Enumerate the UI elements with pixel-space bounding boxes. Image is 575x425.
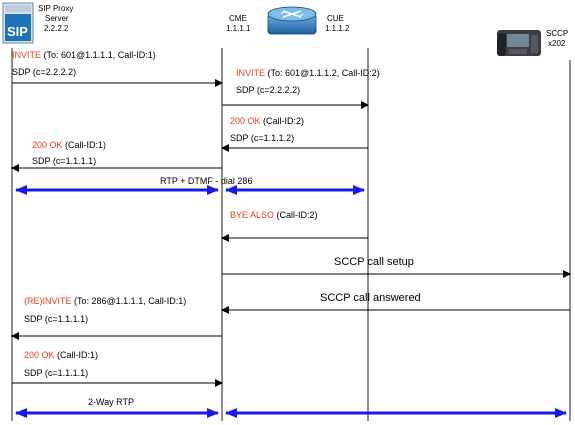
msg3-params: (Call-ID:2) — [261, 116, 305, 126]
msg1-label: INVITE (To: 601@1.1.1.1, Call-ID:1) — [12, 50, 156, 60]
sip-proxy-line3: 2.2.2.2 — [44, 24, 69, 33]
ip-phone-icon — [497, 30, 541, 56]
msg7-method: 200 OK — [24, 350, 55, 360]
msg3-method: 200 OK — [230, 116, 261, 126]
msg1-sdp: SDP (c=2.2.2.2) — [12, 67, 76, 77]
cue-name: CUE — [327, 14, 344, 23]
rtp2-label: 2-Way RTP — [88, 397, 134, 407]
sip-server-icon: SIP — [2, 2, 34, 44]
msg5-method: BYE ALSO — [230, 210, 274, 220]
sip-proxy-line1: SIP Proxy — [38, 4, 73, 13]
sip-proxy-line2: Server — [45, 14, 69, 23]
cme-ip: 1.1.1.1 — [226, 24, 251, 33]
msg5-params: (Call-ID:2) — [274, 210, 318, 220]
sccp-name: SCCP — [546, 29, 568, 38]
sccp-answered-label: SCCP call answered — [320, 292, 421, 304]
msg1-params: (To: 601@1.1.1.1, Call-ID:1) — [41, 50, 156, 60]
msg4-params: (Call-ID:1) — [63, 140, 107, 150]
msg2-label: INVITE (To: 601@1.1.1.2, Call-ID:2) — [236, 68, 380, 78]
rtp1-label: RTP + DTMF - dial 286 — [160, 176, 252, 186]
sccp-setup-label: SCCP call setup — [334, 256, 414, 268]
msg1-method: INVITE — [12, 50, 41, 60]
router-icon — [267, 6, 317, 35]
msg2-params: (To: 601@1.1.1.2, Call-ID:2) — [265, 68, 380, 78]
cue-ip: 1.1.1.2 — [325, 24, 350, 33]
msg7-label: 200 OK (Call-ID:1) — [24, 350, 98, 360]
msg6-method: (RE)INVITE — [24, 296, 72, 306]
msg6-params: (To: 286@1.1.1.1, Call-ID:1) — [72, 296, 187, 306]
msg7-params: (Call-ID:1) — [55, 350, 99, 360]
msg6-label: (RE)INVITE (To: 286@1.1.1.1, Call-ID:1) — [24, 296, 186, 306]
msg4-sdp: SDP (c=1.1.1.1) — [32, 156, 96, 166]
sip-logo-text: SIP — [7, 24, 28, 39]
msg5-label: BYE ALSO (Call-ID:2) — [230, 210, 318, 220]
msg3-sdp: SDP (c=1.1.1.2) — [230, 133, 294, 143]
msg2-sdp: SDP (c=2.2.2.2) — [236, 85, 300, 95]
msg7-sdp: SDP (c=1.1.1.1) — [24, 368, 88, 378]
msg4-method: 200 OK — [32, 140, 63, 150]
sccp-ext: x202 — [548, 39, 566, 48]
msg6-sdp: SDP (c=1.1.1.1) — [24, 314, 88, 324]
cme-name: CME — [229, 14, 247, 23]
msg3-label: 200 OK (Call-ID:2) — [230, 116, 304, 126]
msg4-label: 200 OK (Call-ID:1) — [32, 140, 106, 150]
msg2-method: INVITE — [236, 68, 265, 78]
